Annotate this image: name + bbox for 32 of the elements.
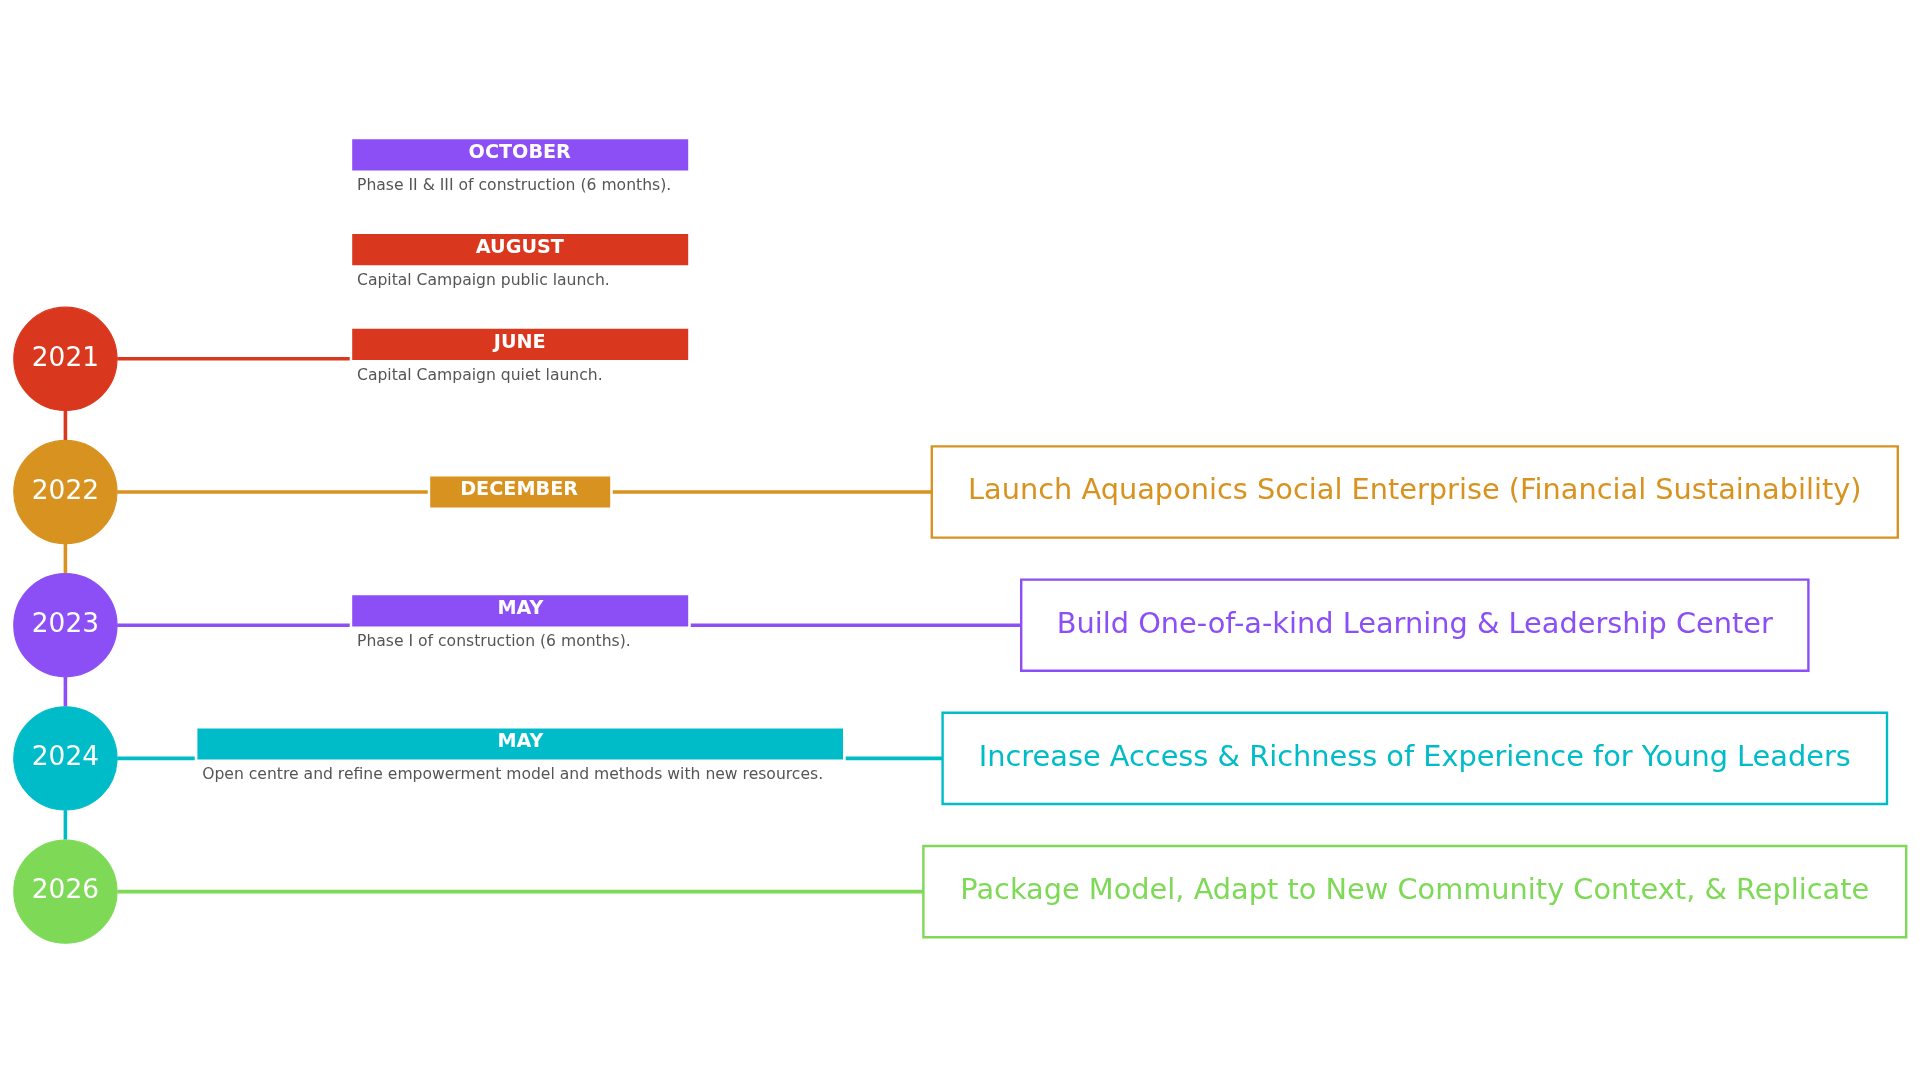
node-circle: 2021 <box>13 306 118 411</box>
node-circle: 2023 <box>13 573 118 678</box>
connector <box>117 623 350 627</box>
connector <box>63 676 68 707</box>
node-label: Open centre and refine empowerment model and methods with new resources. <box>202 765 824 784</box>
connector <box>612 490 932 494</box>
node-box: DECEMBER <box>430 476 611 508</box>
node-box: MAY <box>197 728 843 760</box>
connector <box>117 889 924 894</box>
node-circle: 2022 <box>13 439 118 545</box>
node-label: Phase I of construction (6 months). <box>357 632 631 651</box>
node-box: JUNE <box>352 328 689 360</box>
node-box: Launch Aquaponics Social Enterprise (Financial Sustainability) <box>930 445 1899 539</box>
connector <box>117 756 195 761</box>
node-box: MAY <box>352 595 689 627</box>
connector <box>63 410 68 440</box>
node-circle: 2026 <box>13 839 118 944</box>
node-box: Increase Access & Richness of Experience for Young Leaders <box>941 711 1889 806</box>
connector <box>63 543 68 574</box>
node-label: Capital Campaign quiet launch. <box>357 365 603 384</box>
connector <box>117 490 428 494</box>
node-box: Package Model, Adapt to New Community Context, & Replicate <box>922 844 1908 939</box>
connector <box>117 357 350 361</box>
node-label: Capital Campaign public launch. <box>357 270 610 289</box>
connector <box>63 810 68 840</box>
node-box: AUGUST <box>352 234 689 266</box>
node-box: OCTOBER <box>352 139 689 171</box>
connector <box>690 623 1022 627</box>
connector <box>845 756 943 761</box>
node-label: Phase II & III of construction (6 months). <box>357 176 672 195</box>
node-box: Build One-of-a-kind Learning & Leadership Center <box>1020 578 1810 672</box>
node-circle: 2024 <box>13 706 118 811</box>
